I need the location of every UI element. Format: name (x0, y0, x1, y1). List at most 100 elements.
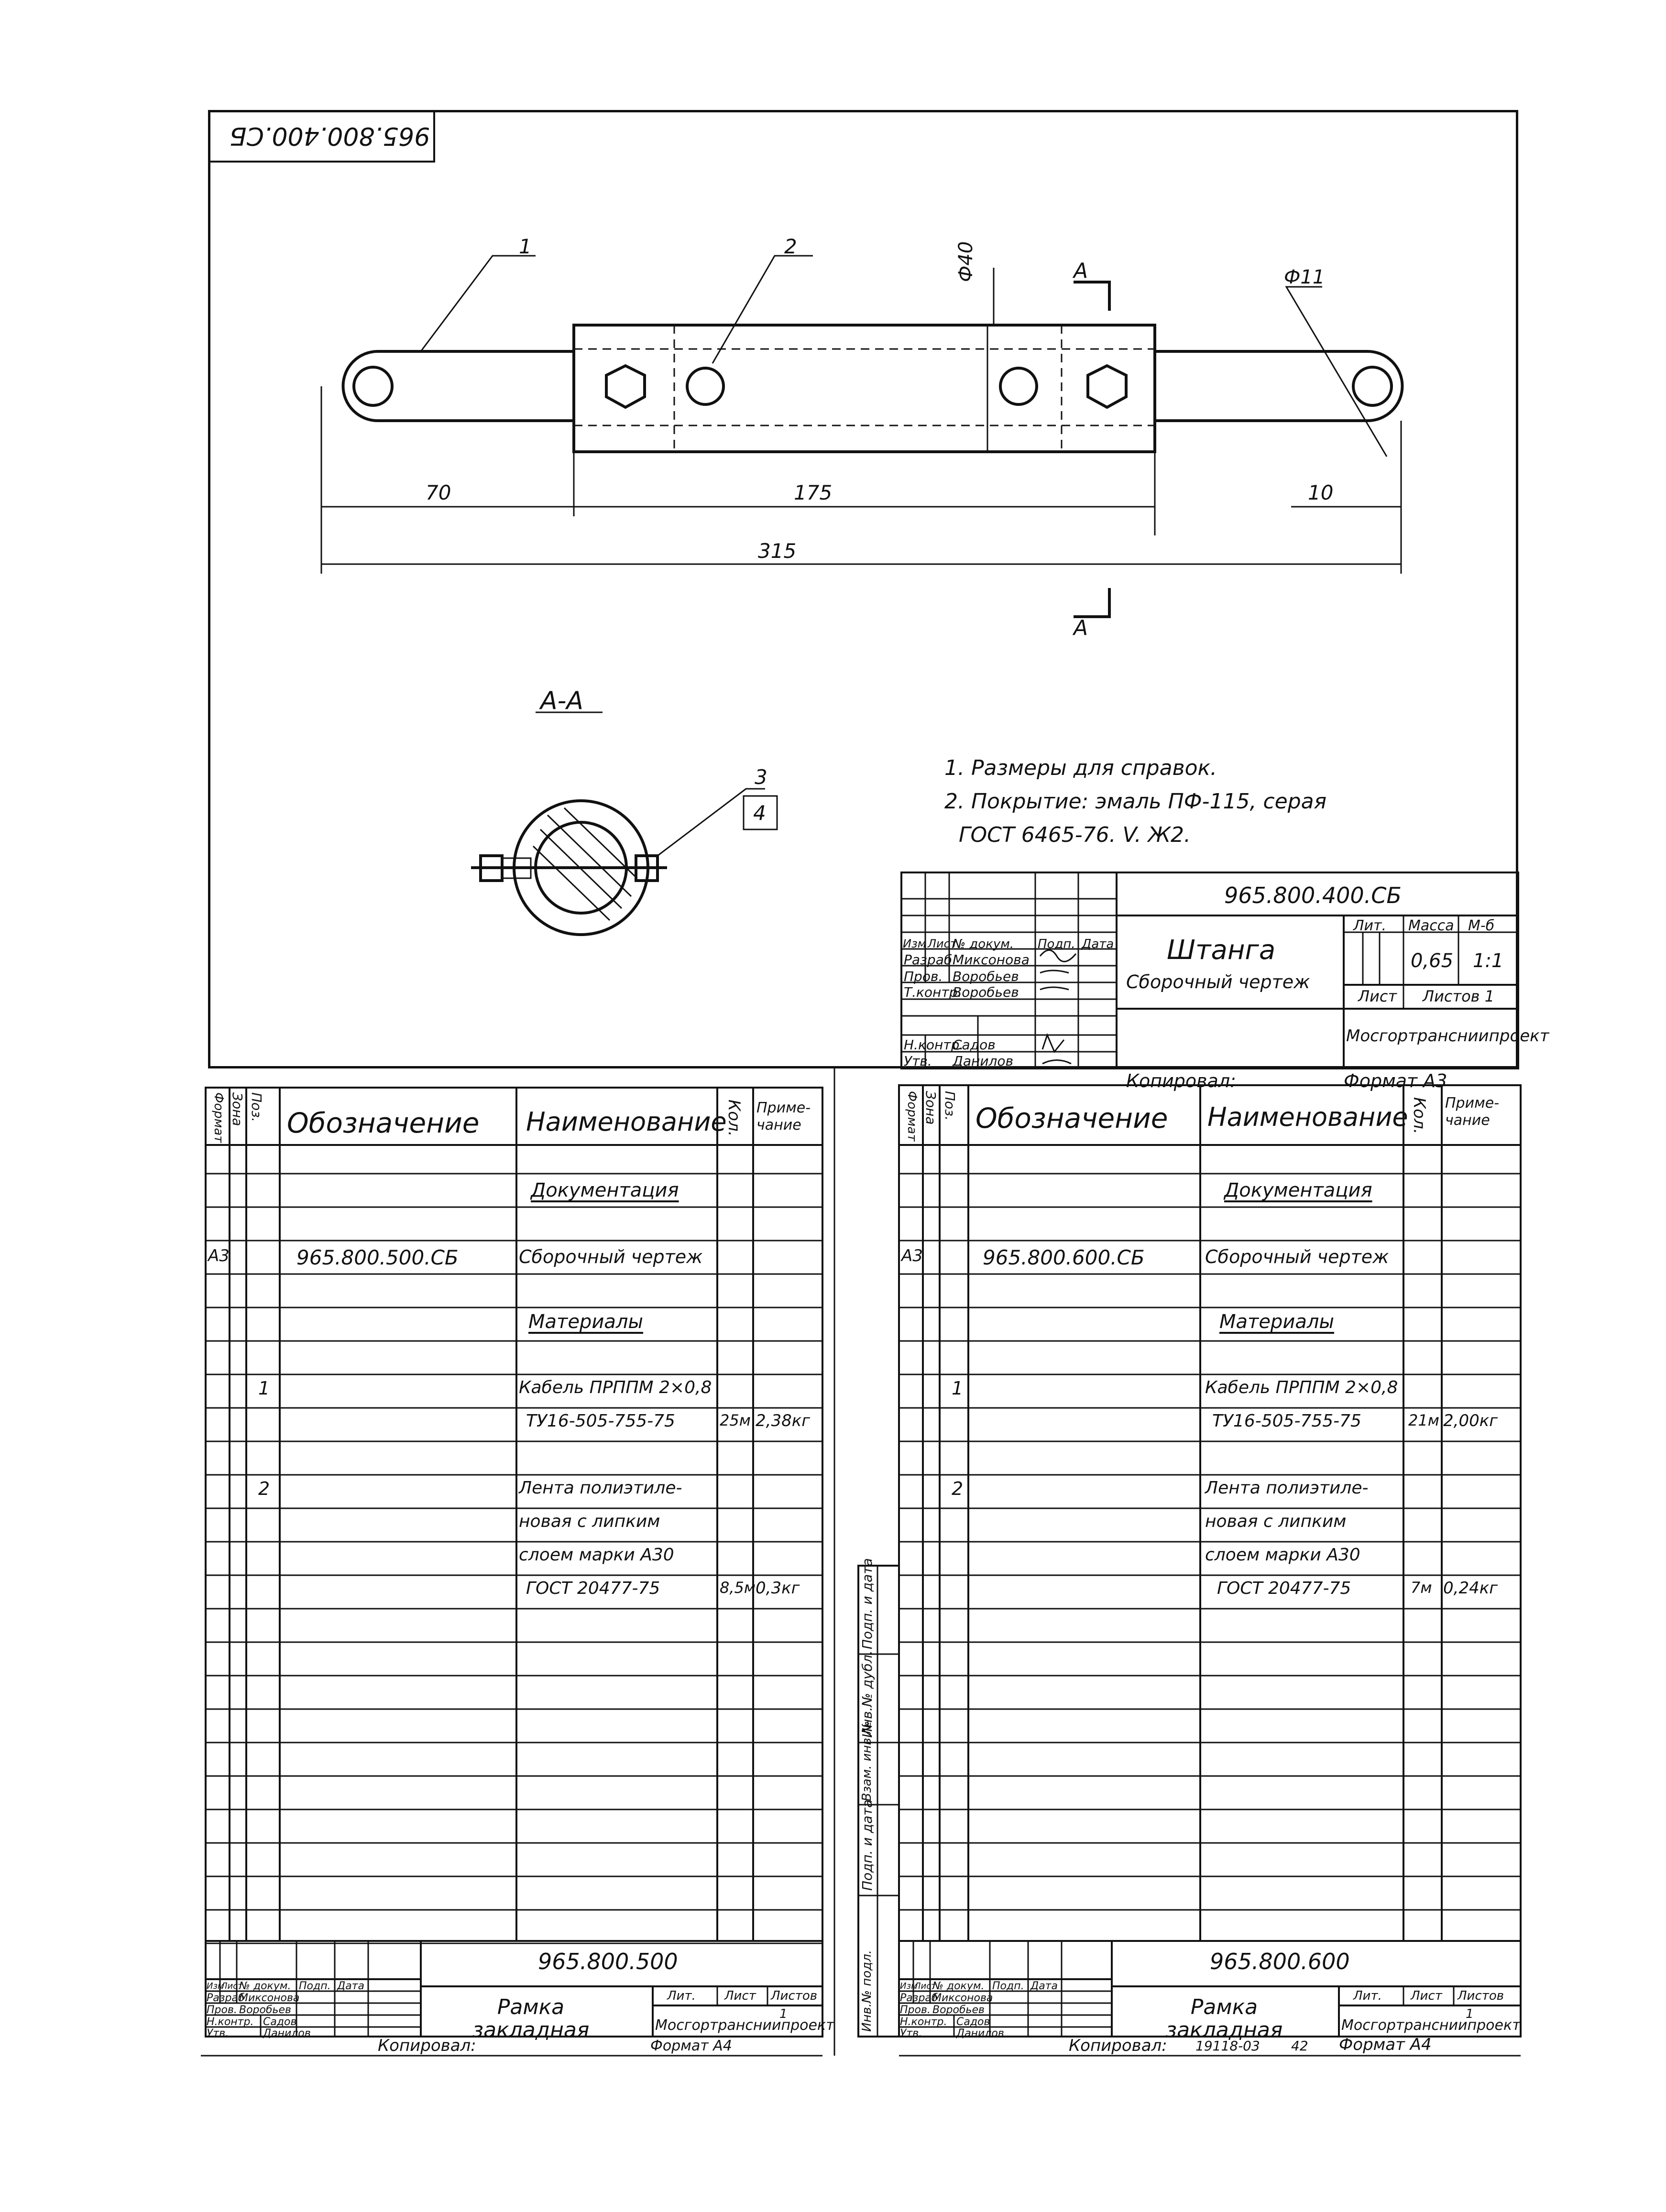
left-row-7-name: слоем марки А30 (519, 1545, 674, 1565)
top-stamp-name-0: Миксонова (953, 952, 1030, 968)
left-hdr-note: Приме- чание (756, 1100, 811, 1133)
pos-1-label: 1 (519, 235, 532, 258)
left-stamp-role-0: Разраб. (207, 1992, 248, 2004)
pos-4-label: 4 (753, 801, 766, 825)
top-stamp-title: Штанга (1167, 935, 1276, 966)
left-row-8-qty: 8,5м (720, 1579, 756, 1597)
right-row-8-qty: 7м (1411, 1579, 1432, 1597)
right-row-2-name: Материалы (1219, 1311, 1334, 1333)
right-row-4-note: 2,00кг (1443, 1411, 1498, 1430)
left-stamp-role-1: Пров. (207, 2004, 237, 2016)
right-row-5-pos: 2 (952, 1478, 964, 1499)
left-hdr-name: Наименование (526, 1107, 727, 1137)
left-stamp-name-0: Миксонова (239, 1992, 300, 2004)
right-stamp-sheet: Лист (1411, 1989, 1442, 2003)
note-2: 2. Покрытие: эмаль ПФ-115, серая (944, 789, 1327, 814)
left-stamp-sheets-num: 1 (779, 2007, 788, 2021)
left-stamp-sheets: Листов (771, 1989, 818, 2003)
top-stamp-subtitle: Сборочный чертеж (1126, 971, 1310, 992)
right-stamp-title: Рамка закладная (1165, 1995, 1283, 2043)
top-stamp-name-1: Воробьев (953, 969, 1019, 984)
right-stamp-hdr-list: Лист (914, 1981, 936, 1991)
right-hdr-designation: Обозначение (975, 1102, 1168, 1134)
right-stamp-role-1: Пров. (900, 2004, 931, 2016)
signature-marks (1039, 949, 1077, 1065)
top-stamp-lit: Лит. (1353, 917, 1387, 934)
left-stamp-hdr-list: Лист (221, 1981, 243, 1991)
right-stamp-hdr-izm: Изм (900, 1981, 918, 1991)
right-stamp-name-3: Данилов (956, 2027, 1004, 2039)
left-row-8-note: 0,3кг (756, 1579, 800, 1598)
right-stamp-hdr-date: Дата (1030, 1980, 1058, 1992)
left-row-4-name: ТУ16-505-755-75 (526, 1411, 675, 1431)
right-stamp-name-2: Садов (956, 2016, 990, 2028)
dim-10: 10 (1308, 481, 1334, 504)
top-sheet-frame (208, 110, 1518, 1068)
top-stamp-hdr-list: Лист (928, 937, 957, 950)
left-stamp-hdr-izm: Изм (207, 1981, 224, 1991)
left-row-4-note: 2,38кг (756, 1411, 811, 1430)
top-stamp-mass-label: Масса (1408, 917, 1454, 934)
right-row-1-format: А3 (901, 1246, 923, 1265)
right-copy-num: 19118-03 (1195, 2038, 1260, 2054)
top-stamp-scale-label: М-б (1468, 917, 1495, 934)
top-stamp-grid (900, 872, 1519, 1069)
right-row-4-qty: 21м (1408, 1411, 1439, 1429)
left-stamp-name-1: Воробьев (239, 2004, 292, 2016)
top-stamp-org: Мосгортрансниипроект (1346, 1026, 1549, 1046)
right-row-5-name: Лента полиэтиле- (1205, 1478, 1369, 1498)
left-row-1-name: Сборочный чертеж (519, 1246, 703, 1267)
left-row-5-name: Лента полиэтиле- (519, 1478, 682, 1498)
right-row-3-name: Кабель ПРППМ 2×0,8 (1205, 1378, 1398, 1397)
section-title: А-А (540, 686, 583, 715)
right-stamp-hdr-doc: № докум. (932, 1980, 985, 1992)
left-row-4-qty: 25м (720, 1411, 751, 1429)
top-stamp-sheets-label: Листов 1 (1423, 987, 1495, 1005)
right-row-8-note: 0,24кг (1443, 1579, 1498, 1598)
right-stamp-role-0: Разраб. (900, 1992, 942, 2004)
left-stamp-role-2: Н.контр. (207, 2016, 254, 2028)
right-row-4-name: ТУ16-505-755-75 (1212, 1411, 1361, 1431)
right-stamp-sheets: Листов (1458, 1989, 1504, 2003)
top-stamp-name-3: Садов (953, 1037, 996, 1053)
left-row-0-name: Документация (531, 1179, 679, 1201)
left-stamp-role-3: Утв. (207, 2027, 229, 2039)
right-hdr-note: Приме- чание (1445, 1095, 1500, 1129)
note-1: 1. Размеры для справок. (944, 756, 1217, 780)
mirrored-code-box (208, 110, 435, 163)
left-row-2-name: Материалы (528, 1311, 643, 1333)
left-row-1-des: 965.800.500.СБ (296, 1246, 459, 1269)
left-stamp-name-2: Садов (263, 2016, 297, 2028)
dim-315: 315 (758, 539, 797, 563)
left-stamp-title: Рамка закладная (472, 1995, 590, 2043)
section-a-top: А (1074, 259, 1088, 283)
top-stamp-hdr-izm: Изм (903, 937, 926, 950)
right-stamp-name-0: Миксонова (932, 1992, 993, 2004)
left-stamp-org: Мосгортрансниипроект (655, 2017, 834, 2034)
left-row-3-pos: 1 (258, 1378, 270, 1399)
phi11-label: Ф11 (1284, 266, 1325, 288)
left-stamp-hdr-date: Дата (337, 1980, 364, 1992)
left-row-1-format: А3 (208, 1246, 230, 1265)
left-hdr-designation: Обозначение (287, 1107, 480, 1139)
top-stamp-mass: 0,65 (1411, 950, 1454, 972)
top-stamp-role-0: Разраб. (904, 952, 957, 968)
right-copied-label: Копировал: (1069, 2036, 1167, 2055)
left-row-3-name: Кабель ПРППМ 2×0,8 (519, 1378, 712, 1397)
top-stamp-hdr-doc: № докум. (953, 937, 1014, 951)
right-stamp-code: 965.800.600 (1210, 1949, 1350, 1974)
left-copied-label: Копировал: (378, 2036, 476, 2055)
right-stamp-lit: Лит. (1353, 1989, 1382, 2003)
right-row-7-name: слоем марки А30 (1205, 1545, 1360, 1565)
top-stamp-code: 965.800.400.СБ (1224, 883, 1402, 908)
left-row-6-name: новая с липким (519, 1512, 660, 1531)
right-copy-sheet: 42 (1291, 2038, 1308, 2054)
right-format-label: Формат А4 (1339, 2035, 1432, 2054)
right-row-1-des: 965.800.600.СБ (983, 1246, 1145, 1269)
left-row-5-pos: 2 (258, 1478, 270, 1499)
right-stamp-org: Мосгортрансниипроект (1341, 2017, 1521, 2034)
section-a-bottom: А (1074, 616, 1088, 640)
top-stamp-role-1: Пров. (904, 969, 943, 984)
right-row-6-name: новая с липким (1205, 1512, 1347, 1531)
